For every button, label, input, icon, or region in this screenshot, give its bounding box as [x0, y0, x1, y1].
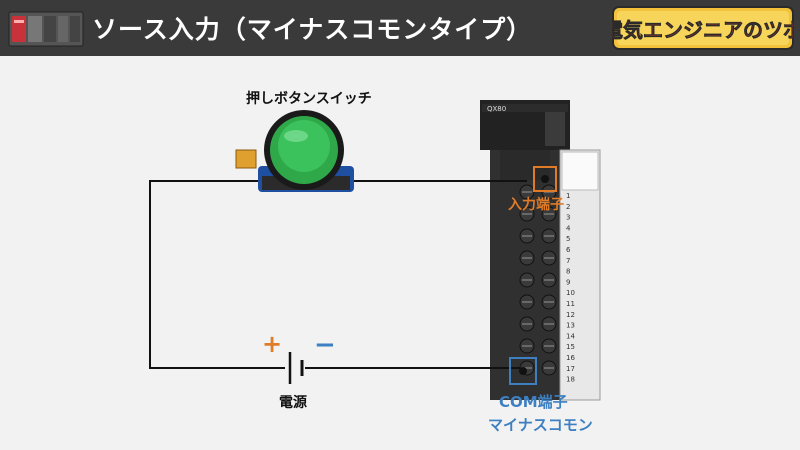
push-button-switch [235, 110, 354, 192]
terminal-number: 13 [566, 322, 575, 330]
terminal-number: 8 [566, 268, 570, 276]
plc-unit-icon [8, 11, 84, 47]
minus-common-label: マイナスコモン [488, 416, 593, 434]
terminal-number: 10 [566, 289, 575, 297]
terminal-number: 2 [566, 203, 570, 211]
terminal-number: 16 [566, 354, 575, 362]
header-bar: ソース入力（マイナスコモンタイプ） 電気エンジニアのツボ [0, 0, 800, 56]
brand-logo: 電気エンジニアのツボ [612, 6, 794, 50]
plus-sign: + [262, 330, 283, 358]
svg-text:電気エンジニアのツボ: 電気エンジニアのツボ [612, 18, 794, 42]
terminal-number: 9 [566, 278, 570, 286]
com-terminal-label: COM端子 [499, 393, 568, 411]
terminal-number: 11 [566, 300, 575, 308]
push-button-label: 押しボタンスイッチ [246, 91, 372, 107]
terminal-number: 7 [566, 257, 570, 265]
power-supply-symbol [288, 352, 304, 384]
page-title: ソース入力（マイナスコモンタイプ） [92, 15, 533, 44]
terminal-number: 3 [566, 214, 570, 222]
terminal-number: 12 [566, 311, 575, 319]
input-terminal-highlight [533, 166, 557, 192]
terminal-number: 4 [566, 224, 571, 232]
power-label: 電源 [279, 395, 307, 411]
terminal-number: 15 [566, 343, 575, 351]
minus-sign: − [314, 330, 336, 360]
com-terminal-highlight [509, 357, 537, 385]
terminal-number: 6 [566, 246, 571, 254]
terminal-number: 17 [566, 365, 575, 373]
input-terminal-label: 入力端子 [508, 197, 564, 213]
terminal-number: 5 [566, 235, 570, 243]
svg-text:QX80: QX80 [487, 105, 506, 113]
terminal-number: 1 [566, 192, 570, 200]
terminal-number: 14 [566, 332, 575, 340]
circuit-wires [149, 180, 527, 369]
terminal-number: 18 [566, 376, 575, 384]
